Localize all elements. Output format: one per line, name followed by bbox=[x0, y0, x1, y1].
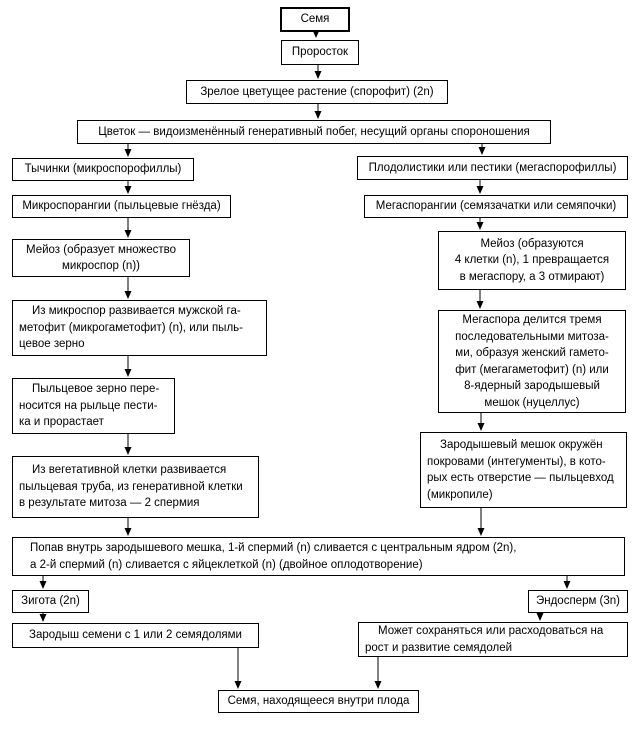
text-line: рост и развитие семядолей bbox=[365, 641, 513, 654]
node-embryo-sac: Зародышевый мешок окружён покровами (инте… bbox=[420, 432, 627, 508]
text-line: пыльцевая труба, из генеративной клетки bbox=[19, 480, 243, 493]
text-line: ми, образуя женский гамето- bbox=[455, 347, 609, 359]
node-double-fertilization: Попав внутрь зародышевого мешка, 1-й спе… bbox=[12, 537, 625, 576]
node-seedling: Проросток bbox=[281, 40, 359, 65]
text-line: мешок (нуцеллус) bbox=[484, 396, 580, 409]
node-zygote: Зигота (2n) bbox=[12, 590, 89, 613]
text-line: микроспор (n)) bbox=[61, 260, 140, 272]
node-megaspore-mitosis: Мегаспора делится тремя последовательными… bbox=[438, 310, 626, 413]
node-megasporangia: Мегаспорангии (семязачатки или семяпочки… bbox=[364, 195, 628, 218]
text-line: Может сохраняться или расходоваться на bbox=[378, 625, 604, 637]
text-line: 8-ядерный зародышевый bbox=[464, 380, 600, 392]
text-line: в мегаспору, а 3 отмирают) bbox=[459, 270, 605, 283]
text-line: рых есть отверстие — пыльцевход bbox=[427, 472, 614, 484]
text-line: Из вегетативной клетки развивается bbox=[32, 464, 227, 477]
text-line: ка и прорастает bbox=[19, 416, 104, 429]
text-line: Зигота (2n) bbox=[21, 595, 80, 608]
node-endosperm: Эндосперм (3n) bbox=[528, 590, 628, 613]
text-line: носится на рыльце пести- bbox=[19, 399, 158, 412]
text-line: 4 клетки (n), 1 превращается bbox=[454, 254, 610, 267]
node-mature-plant: Зрелое цветущее растение (спорофит) (2n) bbox=[186, 80, 448, 104]
text-line: последовательными митоза- bbox=[455, 330, 609, 343]
node-pollen-tube: Из вегетативной клетки развивается пыльце… bbox=[12, 456, 259, 518]
text-line: в результате митоза — 2 спермия bbox=[19, 497, 200, 510]
text-line: Из микроспор развивается мужской га- bbox=[32, 305, 241, 318]
text-line: Тычинки (микроспорофиллы) bbox=[24, 163, 182, 176]
text-line: а 2-й спермий (n) сливается с яйцеклетко… bbox=[30, 558, 423, 571]
text-line: Пыльцевое зерно пере- bbox=[32, 383, 160, 396]
text-line: метофит (микрогаметофит) (n), или пыль- bbox=[19, 321, 243, 334]
text-line: Зародыш семени с 1 или 2 семядолями bbox=[29, 629, 242, 642]
text-line: цевое зерно bbox=[19, 338, 85, 351]
text-line: (микропиле) bbox=[427, 488, 493, 501]
node-seed-in-fruit: Семя, находящееся внутри плода bbox=[218, 690, 419, 713]
text-line: Попав внутрь зародышевого мешка, 1-й спе… bbox=[30, 542, 517, 554]
text-line: Семя bbox=[300, 13, 330, 26]
flow-arrows bbox=[39, 30, 571, 689]
node-carpels: Плодолистики или пестики (мегаспорофиллы… bbox=[357, 156, 628, 180]
text-line: Микроспорангии (пыльцевые гнёзда) bbox=[22, 200, 221, 213]
text-line: Цветок — видоизменённый генеративный поб… bbox=[98, 125, 530, 138]
node-meiosis-right: Мейоз (образуются 4 клетки (n), 1 превращ… bbox=[438, 231, 626, 290]
text-line: Зрелое цветущее растение (спорофит) (2n) bbox=[200, 85, 434, 98]
text-line: Эндосперм (3n) bbox=[535, 595, 621, 608]
node-pollen-transfer: Пыльцевое зерно пере-носится на рыльце п… bbox=[12, 378, 175, 434]
text-line: Мейоз (образуются bbox=[480, 237, 584, 250]
text-line: Проросток bbox=[291, 46, 349, 59]
node-stamens: Тычинки (микроспорофиллы) bbox=[12, 158, 194, 181]
text-line: Мегаспорангии (семязачатки или семяпочки… bbox=[375, 200, 617, 213]
text-line: покровами (интегументы), в кото- bbox=[427, 455, 606, 468]
text-line: Мегаспора делится тремя bbox=[462, 314, 602, 326]
node-meiosis-left: Мейоз (образует множество микроспор (n)) bbox=[12, 239, 190, 277]
node-microsporangia: Микроспорангии (пыльцевые гнёзда) bbox=[12, 195, 231, 218]
text-line: Плодолистики или пестики (мегаспорофиллы… bbox=[368, 161, 617, 174]
node-flower: Цветок — видоизменённый генеративный поб… bbox=[77, 120, 551, 144]
text-line: Семя, находящееся внутри плода bbox=[227, 695, 410, 708]
text-line: Зародышевый мешок окружён bbox=[440, 439, 603, 451]
text-line: фит (мегагаметофит) (n) или bbox=[455, 363, 609, 376]
text-line: Мейоз (образует множество bbox=[26, 243, 176, 256]
node-seed: Семя bbox=[280, 7, 350, 32]
node-endosperm-fate: Может сохраняться или расходоваться на ро… bbox=[358, 622, 628, 657]
node-male-gametophyte: Из микроспор развивается мужской га-мето… bbox=[12, 300, 267, 356]
node-seed-embryo: Зародыш семени с 1 или 2 семядолями bbox=[12, 623, 259, 648]
